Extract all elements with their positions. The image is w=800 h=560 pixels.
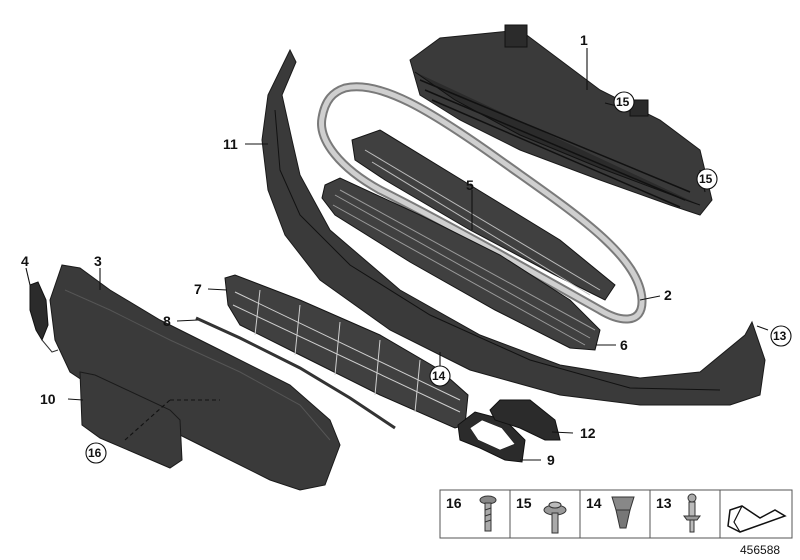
- reference-number: 456588: [740, 543, 780, 557]
- callout-1: 1: [580, 32, 588, 48]
- callout-15b-circle: [696, 168, 718, 190]
- callout-15b: 15: [699, 172, 713, 186]
- callout-3: 3: [94, 253, 102, 269]
- callout-10: 10: [40, 391, 56, 407]
- callout-11: 11: [223, 136, 238, 152]
- washer-screw-icon: [543, 501, 567, 534]
- callout-16-circle: [85, 442, 107, 464]
- part-11-bumper-trim: [261, 48, 766, 406]
- legend-cell-16: [439, 489, 511, 539]
- clip-pin-icon: [683, 493, 701, 533]
- part-1-grille-carrier: [409, 24, 713, 216]
- expanding-nut-icon: [611, 496, 635, 529]
- part-7-center-grille: [224, 274, 469, 429]
- part-5-upper-grille: [351, 129, 616, 301]
- legend-cell-13: [649, 489, 721, 539]
- legend-cell-15: [509, 489, 581, 539]
- part-10-license-plate-base: [79, 371, 183, 469]
- callout-2: 2: [664, 287, 672, 303]
- callout-14-circle: [429, 365, 451, 387]
- legend-num-16: 16: [446, 495, 462, 511]
- legend-num-15: 15: [516, 495, 532, 511]
- callout-14: 14: [432, 369, 446, 383]
- part-6-lower-grille: [321, 177, 601, 351]
- callout-9: 9: [547, 452, 555, 468]
- callout-13-circle: [770, 325, 792, 347]
- part-3-lower-bumper-cover: [49, 264, 341, 491]
- callout-8: 8: [163, 313, 171, 329]
- callout-7: 7: [194, 281, 202, 297]
- screw-icon: [479, 495, 497, 532]
- callout-16: 16: [88, 446, 102, 460]
- callout-12: 12: [580, 425, 596, 441]
- callout-15a-circle: [613, 91, 635, 113]
- leader-lines: [25, 48, 769, 461]
- part-2-grille-surround: [317, 82, 647, 324]
- callout-15a: 15: [616, 95, 630, 109]
- callout-labels: 1 2 3 4 5 6 7 8 9 10 11 12 13 14 15 15 1…: [21, 32, 792, 468]
- part-4-reflector: [29, 281, 59, 353]
- wedge-arrow-icon: [727, 505, 787, 533]
- callout-6: 6: [620, 337, 628, 353]
- legend-num-13: 13: [656, 495, 672, 511]
- part-12-fog-bracket: [489, 399, 561, 441]
- legend-num-14: 14: [586, 495, 602, 511]
- callout-4: 4: [21, 253, 29, 269]
- callout-5: 5: [466, 177, 474, 193]
- callout-13: 13: [773, 329, 787, 343]
- fastener-legend: 16 15 14 13: [439, 489, 793, 539]
- part-8-trim-strip: [195, 316, 396, 430]
